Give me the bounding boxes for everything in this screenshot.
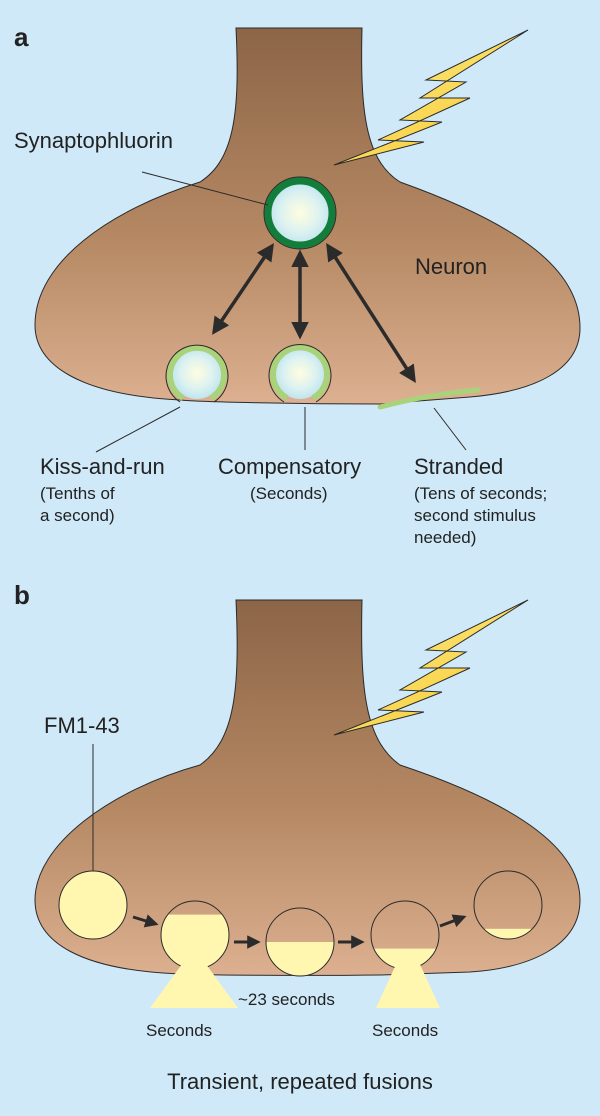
mode-time-compensatory-1: (Seconds)	[250, 484, 327, 503]
dye-vesicle-3	[265, 907, 335, 977]
mode-name-compensatory: Compensatory	[218, 454, 361, 479]
panel-b-letter: b	[14, 580, 30, 610]
mode-time-stranded-1: (Tens of seconds;	[414, 484, 547, 503]
transition-arrow-1	[132, 914, 159, 928]
fusion-pore-left	[150, 960, 238, 1008]
dye-vesicle-5	[473, 870, 543, 940]
seconds-label-right: Seconds	[372, 1021, 438, 1040]
synaptophluorin-leader	[141, 171, 269, 206]
mode-time-kiss-and-run-2: a second)	[40, 506, 115, 525]
stranded-leader	[433, 407, 467, 451]
dye-fill-1	[59, 871, 127, 939]
panel-b: b FM1-43 Seconds ~23 seconds Seconds Tra…	[14, 580, 581, 1094]
mode-time-kiss-and-run-1: (Tenths of	[40, 484, 115, 503]
kiss-and-run-leader	[95, 406, 181, 453]
lightning-bolt-b	[333, 599, 529, 736]
vesicle-outline	[263, 176, 337, 250]
kiss-and-run-vesicle	[165, 344, 229, 403]
mode-time-stranded-3: needed)	[414, 528, 476, 547]
seconds-label-left: Seconds	[146, 1021, 212, 1040]
stranded-membrane-patch	[377, 387, 481, 410]
neuron-label: Neuron	[415, 254, 487, 279]
lightning-bolt-a	[333, 29, 529, 166]
panel-a: a Synaptophluorin Neuron	[14, 22, 581, 547]
arrow-kiss-and-run	[212, 243, 274, 335]
dye-vesicle-outline-5	[473, 870, 543, 940]
fm1-43-label: FM1-43	[44, 713, 120, 738]
dye-vesicles	[58, 870, 543, 977]
neuron-terminal-b	[34, 599, 581, 976]
fusion-pore-right	[376, 960, 440, 1008]
compensatory-vesicle	[268, 344, 332, 403]
mode-time-stranded-2: second stimulus	[414, 506, 536, 525]
transition-arrow-4	[439, 914, 467, 928]
dye-fill-5	[474, 928, 542, 939]
synaptophluorin-label: Synaptophluorin	[14, 128, 173, 153]
arrow-stranded	[326, 243, 416, 383]
panel-b-caption: Transient, repeated fusions	[167, 1069, 433, 1094]
dye-vesicle-outline-3	[265, 907, 335, 977]
mode-name-stranded: Stranded	[414, 454, 503, 479]
dye-vesicle-outline-1	[58, 870, 128, 940]
dye-fill-4	[371, 948, 439, 969]
interval-label: ~23 seconds	[238, 990, 335, 1009]
synaptophluorin-vesicle	[264, 177, 336, 249]
panel-a-letter: a	[14, 22, 29, 52]
mode-name-kiss-and-run: Kiss-and-run	[40, 454, 165, 479]
dye-vesicle-1	[58, 870, 128, 940]
dye-vesicle-2	[160, 900, 230, 970]
